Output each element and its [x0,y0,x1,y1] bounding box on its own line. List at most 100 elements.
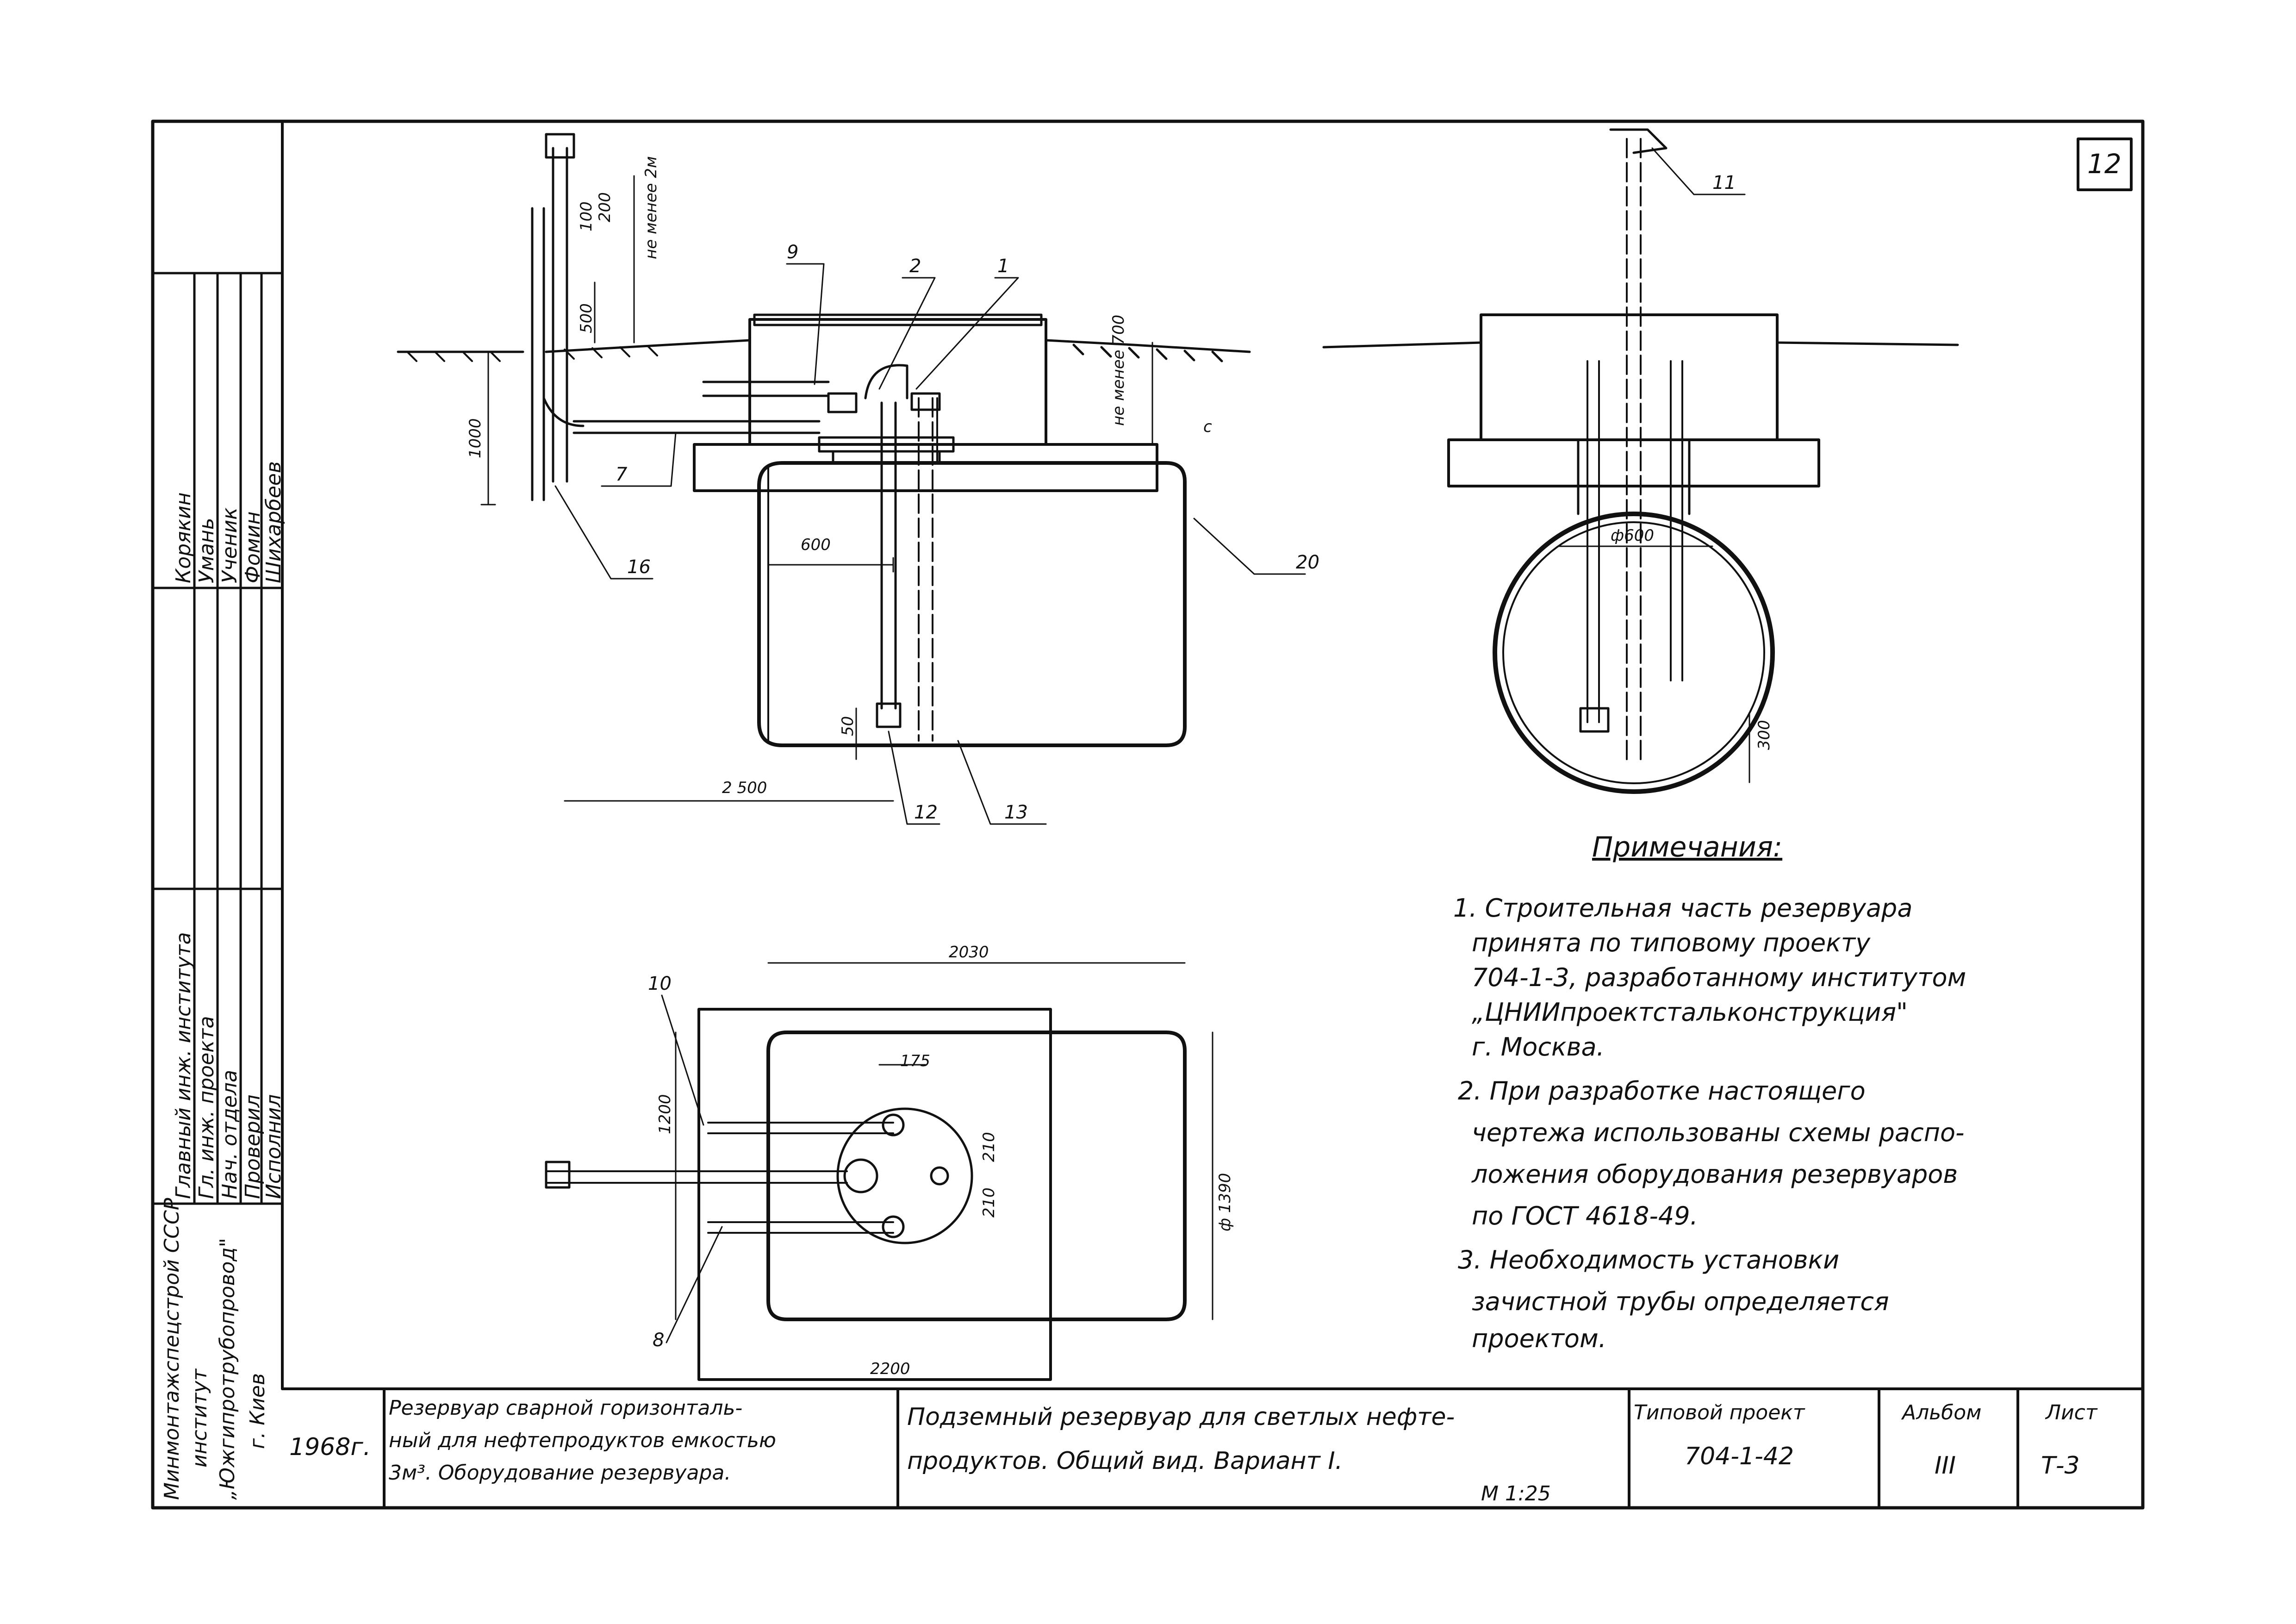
dim-210b-label: 210 [980,1187,998,1218]
note-line-5: г. Москва. [1472,1032,1605,1062]
callout-11: 11 [1712,172,1736,194]
fill-pipe [918,397,933,742]
stamp-org-1: Минмонтажспецстрой СССР [160,1198,184,1500]
title-description-2: ный для нефтепродуктов емкостью [389,1429,776,1452]
plan-fitting-bottom [882,1215,905,1238]
plan-fitting-top [882,1113,905,1137]
stamp-name-1: Корякин [172,492,195,584]
ground-hatch-right [1072,344,1223,362]
ground-c-label: c [1203,418,1212,436]
callout-12: 12 [914,802,938,823]
dim-175-label: 175 [900,1052,930,1070]
end-slab [1447,438,1820,487]
leader-1 [915,277,1019,390]
sheet-number-box [2077,137,2133,191]
note-line-2: принята по типовому проекту [1472,928,1871,957]
slab [693,443,1158,492]
leader-7 [601,432,677,487]
leader-11 [1651,147,1746,195]
title-description-3: 3м³. Оборудование резервуара. [389,1461,731,1485]
stamp-name-3: Ученик [218,507,242,583]
title-main-2: продуктов. Общий вид. Вариант I. [907,1447,1343,1475]
note-line-10: 3. Необходимость установки [1458,1245,1840,1274]
leader-9 [661,994,704,1126]
end-valve [1579,707,1610,733]
dim-500-label: 500 [577,303,596,333]
leader-16 [554,485,653,580]
title-scale: М 1:25 [1481,1482,1551,1505]
stamp-role-4: Проверил [241,1094,265,1199]
tank-circle-outer [1493,512,1775,794]
vent-elbow [542,397,585,427]
end-manhole-walls [1480,313,1779,441]
neck-flange [818,436,955,453]
tank-body [757,461,1187,747]
ground-end-left [1322,341,1482,349]
fitting-1 [827,392,858,413]
leader-10 [786,263,825,385]
stamp-name-2: Умань [195,518,218,583]
leader-20 [1193,518,1306,575]
project-number: 704-1-42 [1685,1443,1794,1470]
dim-1200-label: 1200 [656,1094,674,1134]
dim-phi600-label: ф600 [1611,526,1654,545]
note-line-4: „ЦНИИпроектстальконструкция" [1472,998,1908,1027]
stamp-org-3: „Южгипротрубопровод" [216,1237,239,1500]
side-view [397,133,1306,825]
neck [832,450,941,464]
dim-210a-label: 210 [980,1132,998,1162]
note-line-3: 704-1-3, разработанному институтом [1472,963,1966,992]
plan-view [545,962,1213,1381]
dim-1000 [480,351,496,506]
sheet-number: 12 [2087,148,2122,180]
leader-2 [878,277,936,390]
callout-10: 9 [787,242,799,263]
ground-end-right [1776,341,1959,346]
ground-line-right [1045,339,1251,353]
plan-pipe-bottom [707,1221,894,1234]
fitting-2 [910,392,941,411]
leader-8 [666,1226,723,1343]
suction-pipe [880,401,897,710]
dim-300-label: 300 [1755,720,1773,750]
stamp-name-4: Фомин [241,511,265,583]
stamp-name-5: Шихарбеев [262,461,286,583]
stamp-role-3: Нач. отдела [218,1069,242,1199]
outer-frame [151,119,2145,1510]
leader-13 [957,740,1047,825]
callout-7: 7 [616,464,628,485]
vent-riser-2 [531,207,545,501]
note-line-9: по ГОСТ 4618-49. [1472,1201,1698,1230]
callout-13: 13 [1004,802,1028,823]
plan-flange [836,1107,973,1244]
external-pipe [702,381,830,397]
stamp-role-1: Главный инж. института [172,932,195,1199]
tank-circle-inner [1502,521,1765,784]
plan-end-fitting [545,1161,571,1189]
note-line-1: 1. Строительная часть резервуара [1453,893,1913,923]
dim-50-label: 50 [839,716,857,736]
curved-pipe [864,364,908,400]
stamp-role-2: Гл. инж. проекта [195,1016,218,1199]
vent-riser [552,147,568,483]
dim-not-less-700-label: не менее 700 [1109,314,1128,426]
stamp-org-2: институт [188,1368,212,1468]
dim-100-label: 100 [577,201,596,231]
dim-600-label: 600 [801,536,831,554]
callout-9: 10 [648,973,672,994]
dim-2500-label: 2 500 [722,779,767,797]
title-main-1: Подземный резервуар для светлых нефте- [907,1403,1455,1431]
note-line-8: ложения оборудования резервуаров [1472,1160,1958,1189]
title-block-grid [383,1387,2019,1509]
plan-center-fitting [843,1158,878,1193]
vent-cap [545,133,575,159]
album-value: III [1935,1452,1956,1480]
receiving-valve [876,702,902,728]
dim-2200-label: 2200 [870,1360,910,1378]
ground-line-left [397,339,751,353]
note-line-6: 2. При разработке настоящего [1458,1076,1866,1106]
manhole-lid [753,313,1043,326]
note-line-12: проектом. [1472,1324,1606,1353]
sheet-label: Лист [2046,1401,2097,1424]
